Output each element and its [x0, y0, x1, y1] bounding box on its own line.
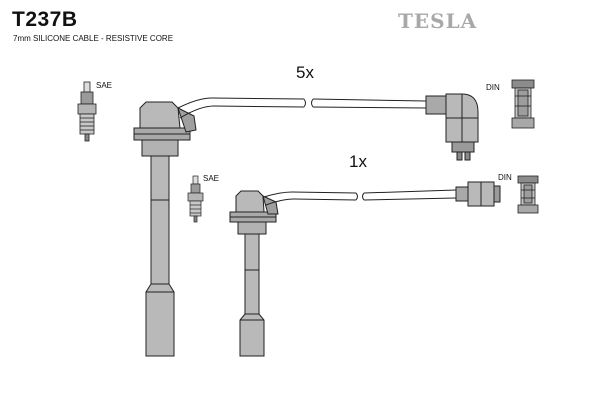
quantity-label: 1x: [349, 152, 367, 171]
wire-1: SAE 5x: [77, 63, 535, 357]
spark-plug-standard-label: SAE: [203, 174, 219, 183]
coil-connector: [425, 93, 479, 161]
cable-spec-text: 7mm SILICONE CABLE - RESISTIVE CORE: [13, 34, 174, 43]
coil-end-standard-label: DIN: [498, 173, 512, 182]
din-terminal-icon: [517, 175, 539, 214]
coil-connector: [455, 181, 501, 207]
din-terminal-icon: [511, 79, 535, 129]
spark-plug-boot: [229, 190, 279, 357]
spark-plug-standard-label: SAE: [96, 81, 112, 90]
coil-end-standard-label: DIN: [486, 83, 500, 92]
spark-plug-boot: [133, 101, 197, 357]
brand-logo: TESLA: [398, 9, 478, 33]
spark-plug-icon: [187, 175, 204, 223]
cable: [263, 189, 457, 206]
wire-2: SAE 1x: [187, 152, 539, 357]
spark-plug-icon: [77, 81, 97, 142]
quantity-label: 5x: [296, 63, 314, 82]
cable: [177, 97, 427, 119]
product-code: T237B: [12, 8, 78, 31]
